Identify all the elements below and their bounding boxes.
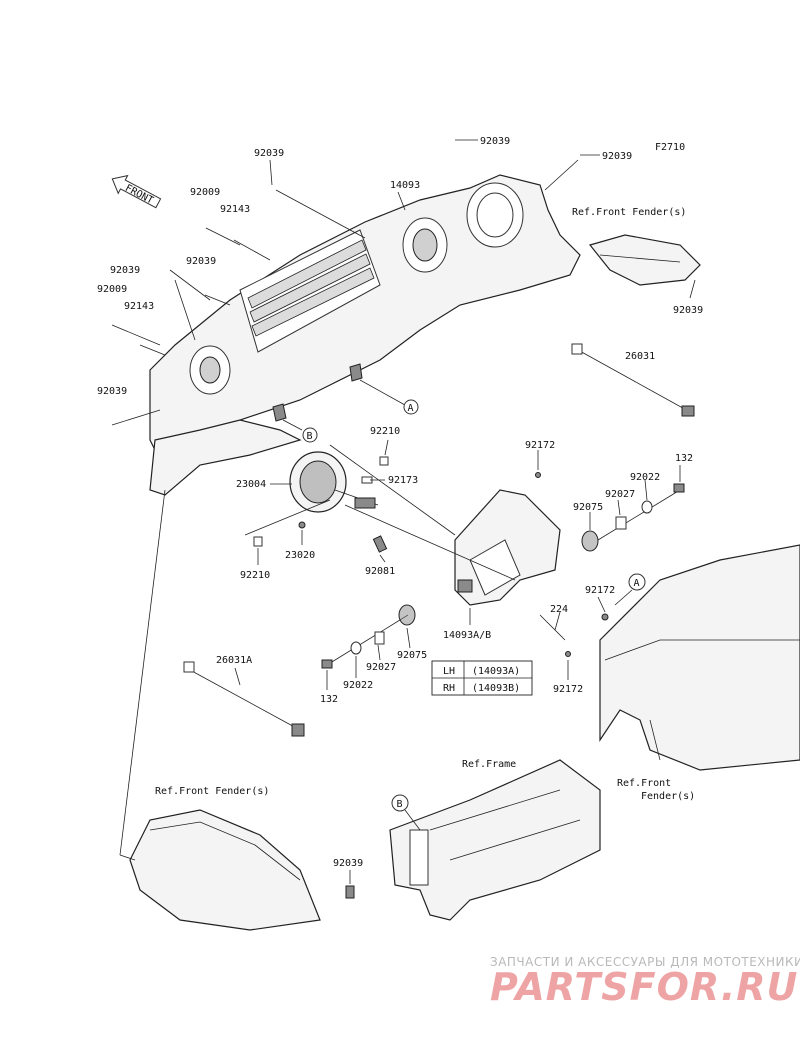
part-number-labels: 92039 92039 92039 14093 92009 92143 9203… xyxy=(97,136,703,869)
variant-table: LH (14093A) RH (14093B) xyxy=(431,660,533,696)
part-label: 14093 xyxy=(390,180,420,191)
front-fender-bottom-ref xyxy=(129,809,355,931)
reference-labels: Ref.Front Fender(s) Ref.Front Fender(s) … xyxy=(155,207,695,802)
svg-text:B: B xyxy=(397,799,403,810)
part-label: 92022 xyxy=(343,680,373,691)
wire-harness-26031 xyxy=(571,343,695,417)
part-label: 224 xyxy=(550,604,568,615)
table-cell: LH xyxy=(443,666,455,677)
frame-ref xyxy=(389,759,601,921)
svg-text:A: A xyxy=(408,403,414,414)
part-label: 132 xyxy=(675,453,693,464)
table-cell: RH xyxy=(443,683,455,694)
hardware-stack-left xyxy=(321,604,571,669)
table-cell: (14093A) xyxy=(472,666,520,677)
part-label: 26031A xyxy=(216,655,252,666)
part-label: 92210 xyxy=(240,570,270,581)
front-arrow-label: FRONT xyxy=(123,183,155,207)
diagram-code: F2710 xyxy=(655,142,685,153)
part-label: 92075 xyxy=(573,502,603,513)
front-fender-top-ref xyxy=(588,234,701,286)
headlight-23004 xyxy=(253,451,389,553)
ref-label: Ref.Front Fender(s) xyxy=(572,207,686,218)
part-label: 92039 xyxy=(254,148,284,159)
part-label: 92210 xyxy=(370,426,400,437)
part-label: 92022 xyxy=(630,472,660,483)
part-label: 92143 xyxy=(124,301,154,312)
part-label: 92075 xyxy=(397,650,427,661)
part-label: 92173 xyxy=(388,475,418,486)
svg-text:A: A xyxy=(634,578,640,589)
ref-label: Ref.Frame xyxy=(462,759,516,770)
watermark-tagline: ЗАПЧАСТИ И АКСЕССУАРЫ ДЛЯ МОТОТЕХНИКИ xyxy=(490,955,800,969)
wire-harness-26031a xyxy=(183,661,305,737)
hardware-stack-right xyxy=(581,483,685,552)
ref-label: Ref.Front Fender(s) xyxy=(155,786,269,797)
svg-text:B: B xyxy=(307,431,313,442)
watermark-brand: PARTSFOR.RU xyxy=(490,965,798,1009)
part-label: 92009 xyxy=(190,187,220,198)
part-label: 92172 xyxy=(525,440,555,451)
part-label: 92039 xyxy=(333,858,363,869)
part-label: 92172 xyxy=(553,684,583,695)
watermark: ЗАПЧАСТИ И АКСЕССУАРЫ ДЛЯ МОТОТЕХНИКИ PA… xyxy=(490,955,800,1009)
part-label: 92081 xyxy=(365,566,395,577)
callout-b-lower: B xyxy=(391,794,409,812)
headlight-bracket-14093ab xyxy=(454,472,609,621)
part-label: 92009 xyxy=(97,284,127,295)
front-direction-arrow: FRONT xyxy=(111,174,162,209)
ref-label: Fender(s) xyxy=(641,791,695,802)
part-label: 92039 xyxy=(673,305,703,316)
part-label: 92143 xyxy=(220,204,250,215)
part-label: 14093A/B xyxy=(443,630,491,641)
part-label: 26031 xyxy=(625,351,655,362)
part-label: 92039 xyxy=(110,265,140,276)
part-label: 92039 xyxy=(186,256,216,267)
part-label: 92039 xyxy=(97,386,127,397)
part-label: 92027 xyxy=(366,662,396,673)
callout-a-right: A xyxy=(628,573,646,591)
callout-a-upper: A xyxy=(403,399,419,415)
part-label: 23004 xyxy=(236,479,266,490)
callout-b-upper: B xyxy=(302,427,318,443)
part-label: 132 xyxy=(320,694,338,705)
part-label: 23020 xyxy=(285,550,315,561)
table-cell: (14093B) xyxy=(472,683,520,694)
leader-lines xyxy=(111,139,696,884)
front-fender-right-ref xyxy=(599,544,800,771)
part-label: 92039 xyxy=(602,151,632,162)
part-label: 92027 xyxy=(605,489,635,500)
part-label: 92039 xyxy=(480,136,510,147)
ref-label: Ref.Front xyxy=(617,778,671,789)
front-panel-14093 xyxy=(149,174,581,496)
part-label: 92172 xyxy=(585,585,615,596)
